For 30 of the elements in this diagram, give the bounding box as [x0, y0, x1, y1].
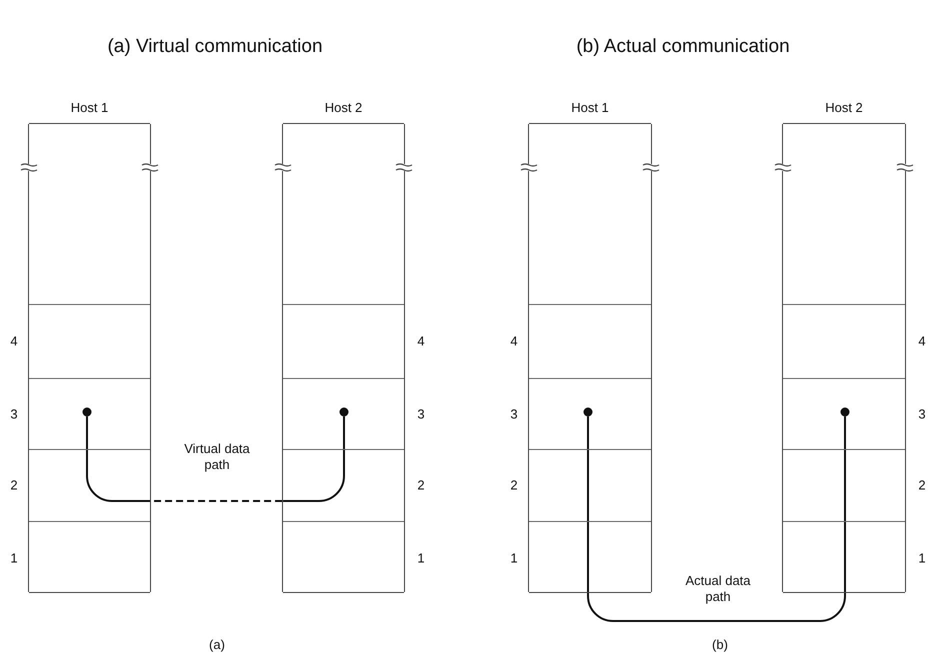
panel-title: (a) Virtual communication	[107, 36, 323, 58]
layer-number: 1	[417, 550, 425, 565]
virtual-path-line	[86, 416, 345, 502]
layer-number: 1	[918, 550, 926, 565]
panel-caption: (b)	[712, 637, 728, 652]
layer-number: 4	[918, 334, 926, 348]
layer-number: 3	[417, 406, 425, 421]
layer-number: 3	[918, 406, 926, 421]
endpoint-dot	[82, 408, 92, 416]
layer-number: 4	[417, 334, 425, 348]
layer-number: 2	[10, 478, 18, 492]
endpoint-dot	[840, 408, 850, 416]
panel-caption: (a)	[209, 637, 225, 652]
host-label: Host 2	[825, 100, 863, 115]
host-label: Host 1	[571, 100, 609, 115]
layer-number: 2	[510, 478, 518, 492]
layer-number: 4	[10, 334, 18, 348]
layer-number: 2	[918, 478, 926, 492]
layer-number: 1	[510, 550, 518, 565]
host-label: Host 2	[324, 100, 362, 115]
layer-number: 3	[10, 406, 18, 421]
panel-title: (b) Actual communication	[576, 36, 790, 58]
endpoint-dot	[340, 408, 348, 416]
layer-number: 4	[510, 334, 518, 348]
host-label: Host 1	[70, 100, 108, 115]
layer-number: 2	[417, 478, 425, 492]
layer-number: 3	[510, 406, 518, 421]
data-path-line	[587, 416, 846, 622]
endpoint-dot	[584, 408, 592, 416]
layer-number: 1	[10, 550, 18, 565]
